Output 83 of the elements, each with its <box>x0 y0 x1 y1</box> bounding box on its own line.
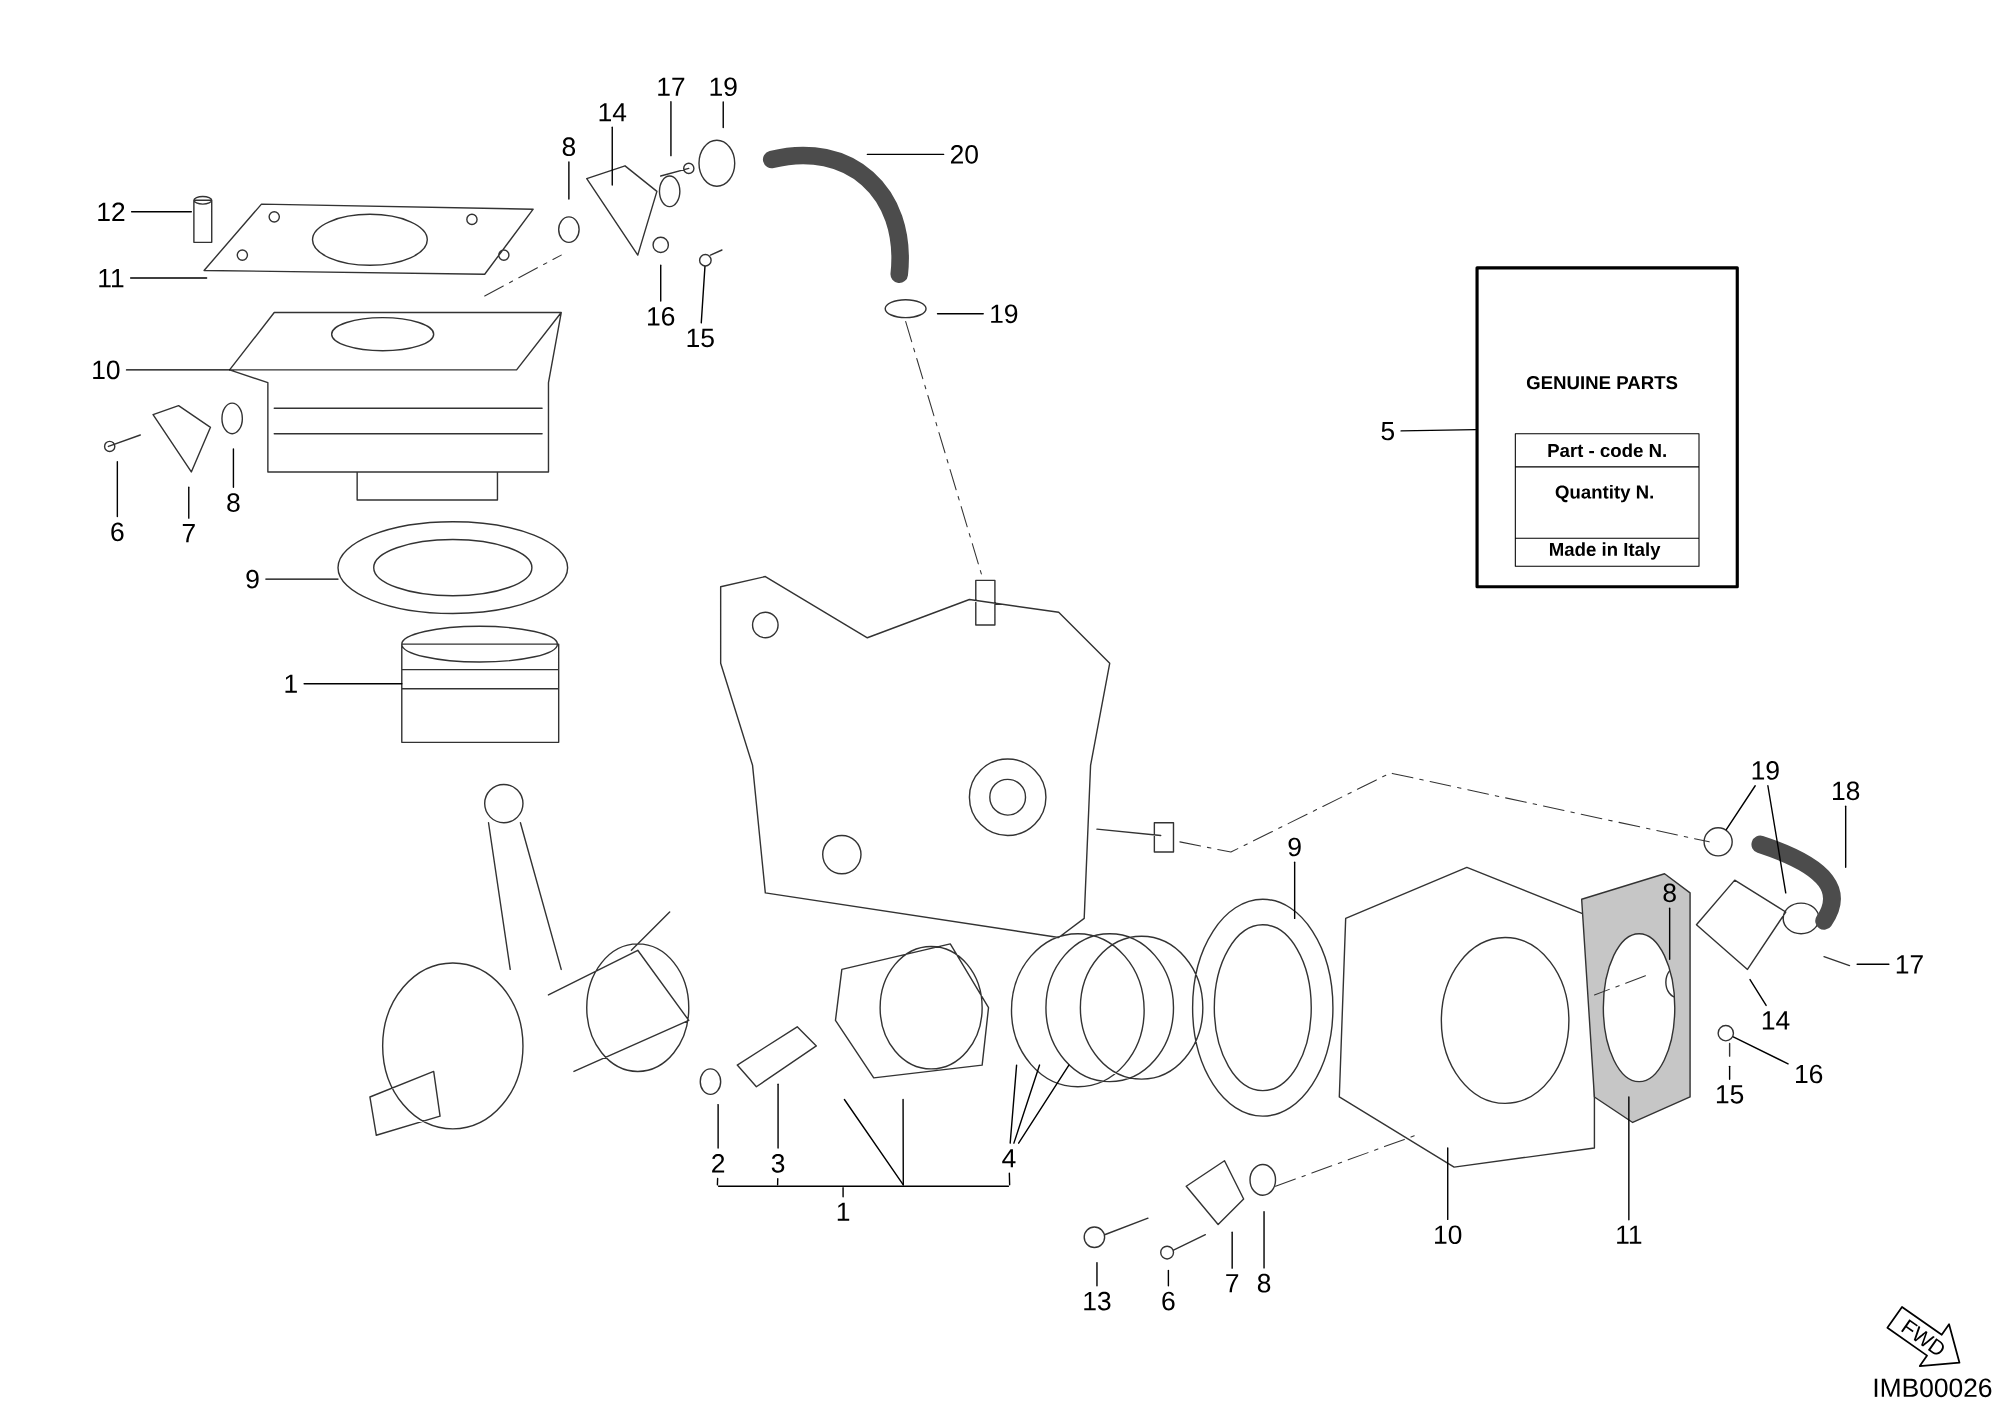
leader-line <box>1668 907 1671 960</box>
callout-number: 15 <box>687 328 714 347</box>
leader-line <box>843 1098 904 1186</box>
hose-clamp <box>1703 826 1733 857</box>
leader-line <box>1728 1065 1731 1080</box>
callout-number: 8 <box>227 493 240 512</box>
callout-number: 8 <box>1663 883 1676 902</box>
callout-number: 16 <box>648 306 675 326</box>
screw-head <box>698 253 712 267</box>
callout-number: 17 <box>658 77 685 96</box>
callout-number: 14 <box>599 103 627 122</box>
callout-number: 10 <box>93 360 120 380</box>
callout-number: 18 <box>1833 781 1860 800</box>
leader-line <box>1263 1210 1265 1269</box>
callout-number: 7 <box>1226 1273 1239 1293</box>
leader-line <box>866 153 945 155</box>
leader-line <box>265 578 339 580</box>
leader-line <box>1845 805 1847 868</box>
callout-number: 19 <box>991 304 1018 323</box>
leader-line <box>125 369 231 371</box>
leader-line <box>130 210 193 213</box>
leader-line <box>716 1177 719 1186</box>
callout-number: 19 <box>1752 760 1779 780</box>
callout-number: 15 <box>1716 1085 1744 1104</box>
callout-number: 3 <box>771 1153 785 1173</box>
callout-number: 4 <box>1002 1148 1016 1168</box>
leader-line <box>660 264 662 302</box>
leader-line <box>1096 1261 1098 1287</box>
callout-number: 6 <box>1162 1291 1175 1311</box>
callout-number: 8 <box>562 137 576 156</box>
callout-number: 20 <box>950 144 978 164</box>
callout-number: 12 <box>98 202 125 221</box>
leader-line <box>1017 1064 1070 1144</box>
leader-line <box>717 1103 719 1149</box>
drawing-code: IMB00026 <box>1874 1378 1992 1397</box>
callout-number: 11 <box>99 268 124 287</box>
leader-line <box>776 1177 779 1186</box>
leader-line <box>670 100 672 157</box>
callout-number: 5 <box>1381 421 1394 441</box>
parts-label-card: GENUINE PARTS Part - code N. Quantity N. Made in Italy <box>1475 266 1739 589</box>
leader-line <box>129 277 208 279</box>
leader-line <box>1167 1269 1170 1287</box>
callout-number: 19 <box>710 77 737 96</box>
callout-number: 9 <box>1288 837 1301 857</box>
callout-number: 8 <box>1257 1273 1271 1293</box>
callout-number: 1 <box>285 674 297 693</box>
callout-number: 17 <box>1896 955 1923 974</box>
leader-line <box>303 682 403 685</box>
leader-line <box>1725 784 1756 831</box>
leader-line <box>1009 1064 1018 1144</box>
leader-line <box>1856 963 1890 965</box>
callout-number: 10 <box>1435 1225 1462 1244</box>
leader-line <box>777 1083 779 1149</box>
callout-number: 2 <box>712 1153 725 1173</box>
leader-line <box>116 460 119 518</box>
callout-number: 6 <box>111 522 124 542</box>
leader-line <box>1400 428 1477 432</box>
leader-line <box>1013 1064 1041 1144</box>
callout-number: 11 <box>1617 1225 1642 1244</box>
leader-line <box>1008 1172 1011 1186</box>
washer <box>1717 1024 1735 1042</box>
leader-line <box>1749 978 1767 1006</box>
leader-line <box>1293 861 1296 919</box>
leader-line <box>611 126 613 186</box>
leader-line <box>1447 1147 1449 1220</box>
callout-number: 16 <box>1796 1064 1823 1084</box>
callout-number: 7 <box>182 523 195 543</box>
leader-line <box>568 161 570 200</box>
leader-line <box>188 486 190 519</box>
leader-line <box>700 265 706 324</box>
leader-line <box>1231 1231 1233 1269</box>
leader-line <box>1732 1035 1789 1065</box>
callout-number: 1 <box>837 1202 850 1221</box>
leader-line <box>1767 784 1787 894</box>
leader-line <box>902 1098 904 1186</box>
leader-line <box>232 448 235 488</box>
leader-line <box>1628 1096 1630 1221</box>
callout-number: 14 <box>1762 1011 1790 1030</box>
leader-line <box>936 312 984 315</box>
callout-number: 9 <box>246 569 259 589</box>
callout-number: 13 <box>1084 1291 1111 1311</box>
leader-line <box>842 1186 844 1198</box>
leader-line <box>722 101 724 129</box>
